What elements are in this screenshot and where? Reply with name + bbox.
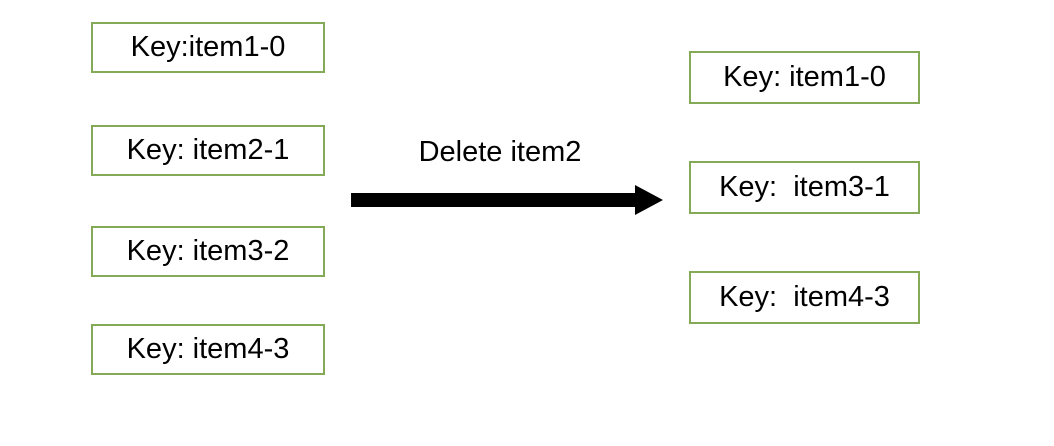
- arrow-label: Delete item2: [418, 136, 582, 168]
- key-box-label: Key: item3-1: [719, 171, 890, 203]
- key-box-label: Key: item4-3: [719, 281, 890, 313]
- key-box-label: Key: item4-3: [126, 333, 290, 365]
- key-box-label: Key: item1-0: [723, 61, 886, 93]
- after-key-box-item4: Key: item4-3: [689, 271, 920, 324]
- right-arrow-shaft: [351, 193, 635, 207]
- key-box-label: Key: item3-2: [126, 235, 290, 267]
- after-key-box-item3: Key: item3-1: [689, 161, 920, 214]
- after-key-box-item1: Key: item1-0: [689, 51, 920, 104]
- before-key-box-item3: Key: item3-2: [91, 226, 325, 277]
- key-box-label: Key: item2-1: [126, 134, 290, 166]
- key-box-label: Key:item1-0: [130, 31, 286, 63]
- before-key-box-item1: Key:item1-0: [91, 22, 325, 73]
- before-key-box-item2: Key: item2-1: [91, 125, 325, 176]
- right-arrow-head-icon: [635, 185, 663, 215]
- before-key-box-item4: Key: item4-3: [91, 324, 325, 375]
